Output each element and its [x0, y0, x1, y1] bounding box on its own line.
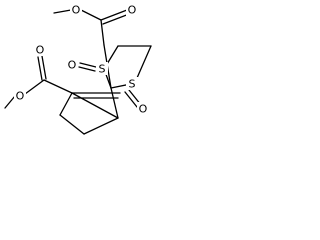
bond-ester1-c-ring [100, 19, 105, 46]
bond-bridge-bottom-right [83, 117, 119, 135]
bond-o-methyl2 [4, 95, 16, 109]
bond-s-o-lower-b [124, 91, 138, 108]
atom-o-ester1-carbonyl: O [128, 4, 137, 17]
bond-bridge-top [71, 92, 119, 119]
bond-bridge-right [110, 87, 119, 119]
atom-o-s-lower: O [139, 103, 148, 116]
bond-o-c-ester1 [80, 9, 102, 21]
bond-c-o-carbonyl1-b [102, 13, 130, 25]
atom-labels: O O O O O S S O [14, 3, 149, 116]
atom-o-ester2-carbonyl: O [36, 44, 45, 57]
bond-c-o-carbonyl2-b [41, 55, 47, 80]
bond-ch2-s-lower [136, 45, 152, 79]
bond-bridge-left [59, 92, 73, 116]
atom-o-s-upper: O [68, 59, 77, 72]
bond-s-o-upper-b [78, 66, 96, 72]
atom-o-ester2-ether: O [16, 90, 25, 103]
bonds [4, 9, 152, 135]
bond-methyl1-o [53, 9, 72, 14]
bond-c-o-carbonyl2-a [37, 56, 43, 81]
atom-o-ester1-ether: O [72, 4, 81, 17]
bond-c-o-ester2 [24, 79, 45, 95]
bond-bridge-bottom-left [59, 114, 85, 135]
bond-s-o-upper-a [79, 62, 97, 68]
atom-s-upper: S [99, 63, 106, 76]
chemical-structure-diagram: O O O O O S S O [4, 3, 152, 135]
bond-c-o-carbonyl1-a [100, 9, 128, 21]
bond-ester2-c-ring [43, 79, 73, 94]
atom-s-lower: S [129, 78, 136, 91]
